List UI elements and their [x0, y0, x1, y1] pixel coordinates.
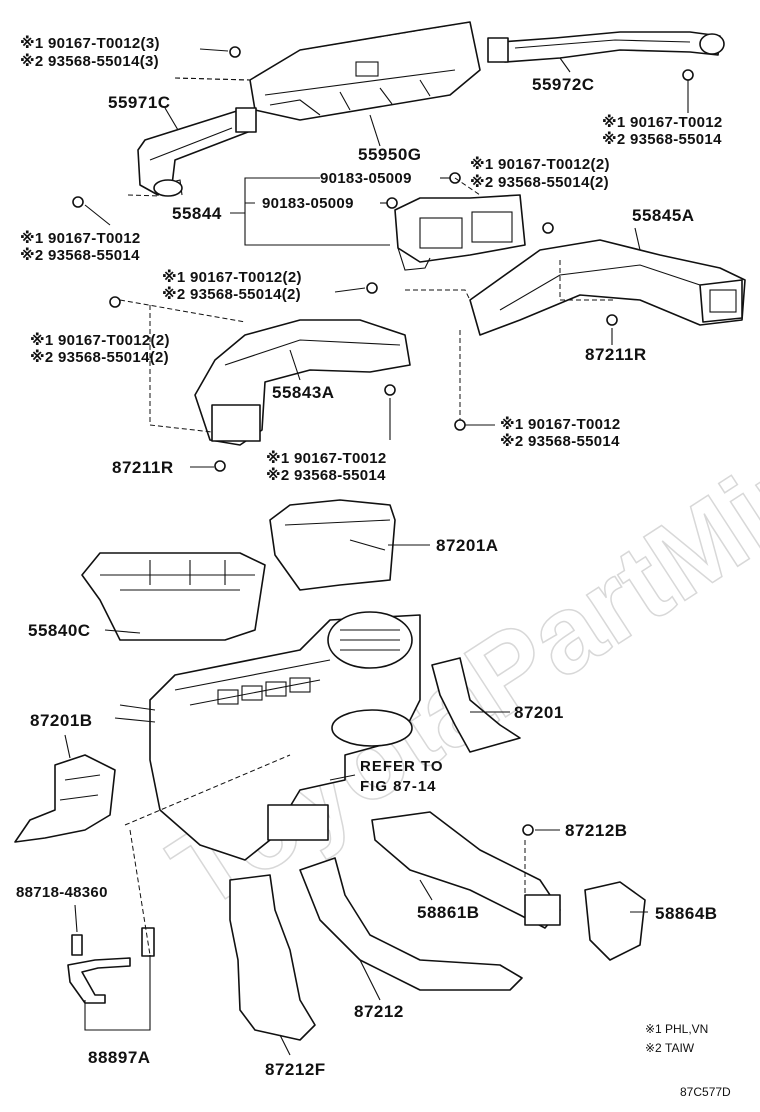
- screw-note-left-b: ※1 90167-T0012(2) ※2 93568-55014(2): [30, 331, 170, 366]
- label-55972C[interactable]: 55972C: [532, 75, 595, 94]
- diagram-code: 87C577D: [680, 1085, 731, 1099]
- part-55971C[interactable]: [137, 107, 257, 197]
- part-55844[interactable]: [394, 194, 526, 271]
- label-55840C[interactable]: 55840C: [28, 621, 91, 640]
- label-88718-48360[interactable]: 88718-48360: [16, 884, 108, 901]
- label-90183-a[interactable]: 90183-05009: [320, 170, 412, 187]
- note-line: ※2 93568-55014: [602, 130, 722, 148]
- label-58861B[interactable]: 58861B: [417, 903, 480, 922]
- note-line: ※2 93568-55014(3): [20, 52, 159, 70]
- note-line: ※1 90167-T0012(2): [162, 268, 302, 286]
- legend-mark-2: ※2: [645, 1041, 662, 1055]
- part-87212F[interactable]: [229, 874, 316, 1041]
- label-88897A[interactable]: 88897A: [88, 1048, 151, 1067]
- label-55843A[interactable]: 55843A: [272, 383, 335, 402]
- screw-note-top-right: ※1 90167-T0012 ※2 93568-55014: [602, 113, 723, 148]
- label-87211R-left[interactable]: 87211R: [112, 458, 174, 477]
- note-line: ※2 93568-55014: [20, 246, 140, 264]
- note-line: ※2 93568-55014: [266, 466, 386, 484]
- screw-note-top-left: ※1 90167-T0012(3) ※2 93568-55014(3): [20, 34, 160, 70]
- note-line: ※1 90167-T0012: [266, 449, 387, 467]
- leader-lines: [64, 48, 689, 1056]
- label-87212B[interactable]: 87212B: [565, 821, 628, 840]
- reference-line-1: REFER TO: [360, 758, 444, 775]
- part-87201B[interactable]: [14, 754, 116, 843]
- label-87201A[interactable]: 87201A: [436, 536, 499, 555]
- label-87201[interactable]: 87201: [514, 703, 564, 722]
- label-55950G[interactable]: 55950G: [358, 145, 422, 164]
- note-line: ※1 90167-T0012: [20, 229, 141, 247]
- screw-note-right-low: ※1 90167-T0012 ※2 93568-55014: [500, 415, 621, 450]
- reference-note[interactable]: REFER TO FIG 87-14: [360, 758, 444, 795]
- part-55972C[interactable]: [487, 31, 725, 63]
- screw-note-bottom-mid: ※1 90167-T0012 ※2 93568-55014: [266, 449, 387, 484]
- part-58861B[interactable]: [371, 811, 561, 929]
- note-line: ※2 93568-55014(2): [30, 348, 169, 366]
- legend: ※1 PHL,VN ※2 TAIW: [645, 1022, 708, 1055]
- part-heater-unit[interactable]: [114, 611, 421, 861]
- part-55843A[interactable]: [194, 319, 411, 446]
- note-line: ※2 93568-55014(2): [162, 285, 301, 303]
- part-87201A[interactable]: [269, 499, 396, 591]
- screw-note-center: ※1 90167-T0012(2) ※2 93568-55014(2): [162, 268, 302, 303]
- part-55845A[interactable]: [469, 239, 746, 336]
- label-55844[interactable]: 55844: [172, 204, 222, 223]
- label-55845A[interactable]: 55845A: [632, 206, 695, 225]
- note-line: ※1 90167-T0012(3): [20, 34, 160, 52]
- reference-line-2: FIG 87-14: [360, 778, 437, 795]
- screw-note-left-a: ※1 90167-T0012 ※2 93568-55014: [20, 229, 141, 264]
- note-line: ※2 93568-55014: [500, 432, 620, 450]
- label-87201B[interactable]: 87201B: [30, 711, 93, 730]
- part-87212[interactable]: [299, 857, 523, 991]
- note-line: ※1 90167-T0012(2): [470, 155, 610, 173]
- label-90183-b[interactable]: 90183-05009: [262, 195, 354, 212]
- note-line: ※1 90167-T0012: [602, 113, 723, 131]
- part-58864B[interactable]: [584, 881, 646, 961]
- note-line: ※1 90167-T0012: [500, 415, 621, 433]
- legend-mark-1: ※1: [645, 1022, 662, 1036]
- legend-text-1: PHL,VN: [665, 1022, 708, 1036]
- label-87211R-right[interactable]: 87211R: [585, 345, 647, 364]
- note-line: ※2 93568-55014(2): [470, 173, 609, 191]
- legend-text-2: TAIW: [665, 1041, 695, 1055]
- label-58864B[interactable]: 58864B: [655, 904, 718, 923]
- label-55971C[interactable]: 55971C: [108, 93, 171, 112]
- part-55840C[interactable]: [81, 552, 266, 641]
- note-line: ※1 90167-T0012(2): [30, 331, 170, 349]
- screw-note-mid-right: ※1 90167-T0012(2) ※2 93568-55014(2): [470, 155, 610, 191]
- part-88897A[interactable]: [67, 927, 155, 1004]
- label-87212F[interactable]: 87212F: [265, 1060, 326, 1079]
- part-87201[interactable]: [431, 657, 521, 753]
- label-87212[interactable]: 87212: [354, 1002, 404, 1021]
- part-55950G[interactable]: [174, 21, 481, 121]
